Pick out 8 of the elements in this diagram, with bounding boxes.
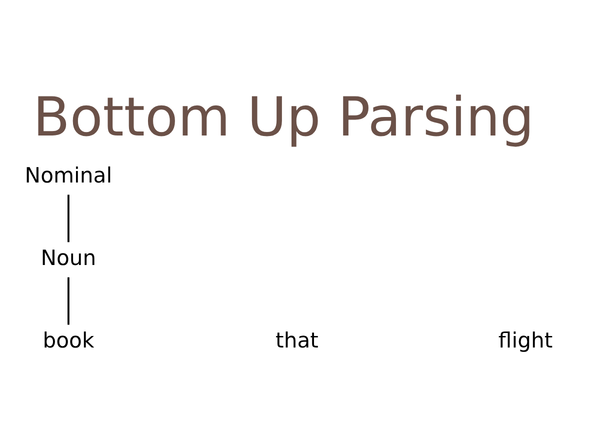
- diagram-title: Bottom Up Parsing: [33, 85, 534, 148]
- connector: [68, 277, 70, 325]
- node-text: Noun: [40, 244, 96, 270]
- node-text: Nominal: [24, 162, 112, 188]
- label: flight: [498, 327, 553, 352]
- connector: [68, 194, 70, 242]
- label: that: [276, 327, 318, 352]
- node-text: book: [42, 327, 94, 352]
